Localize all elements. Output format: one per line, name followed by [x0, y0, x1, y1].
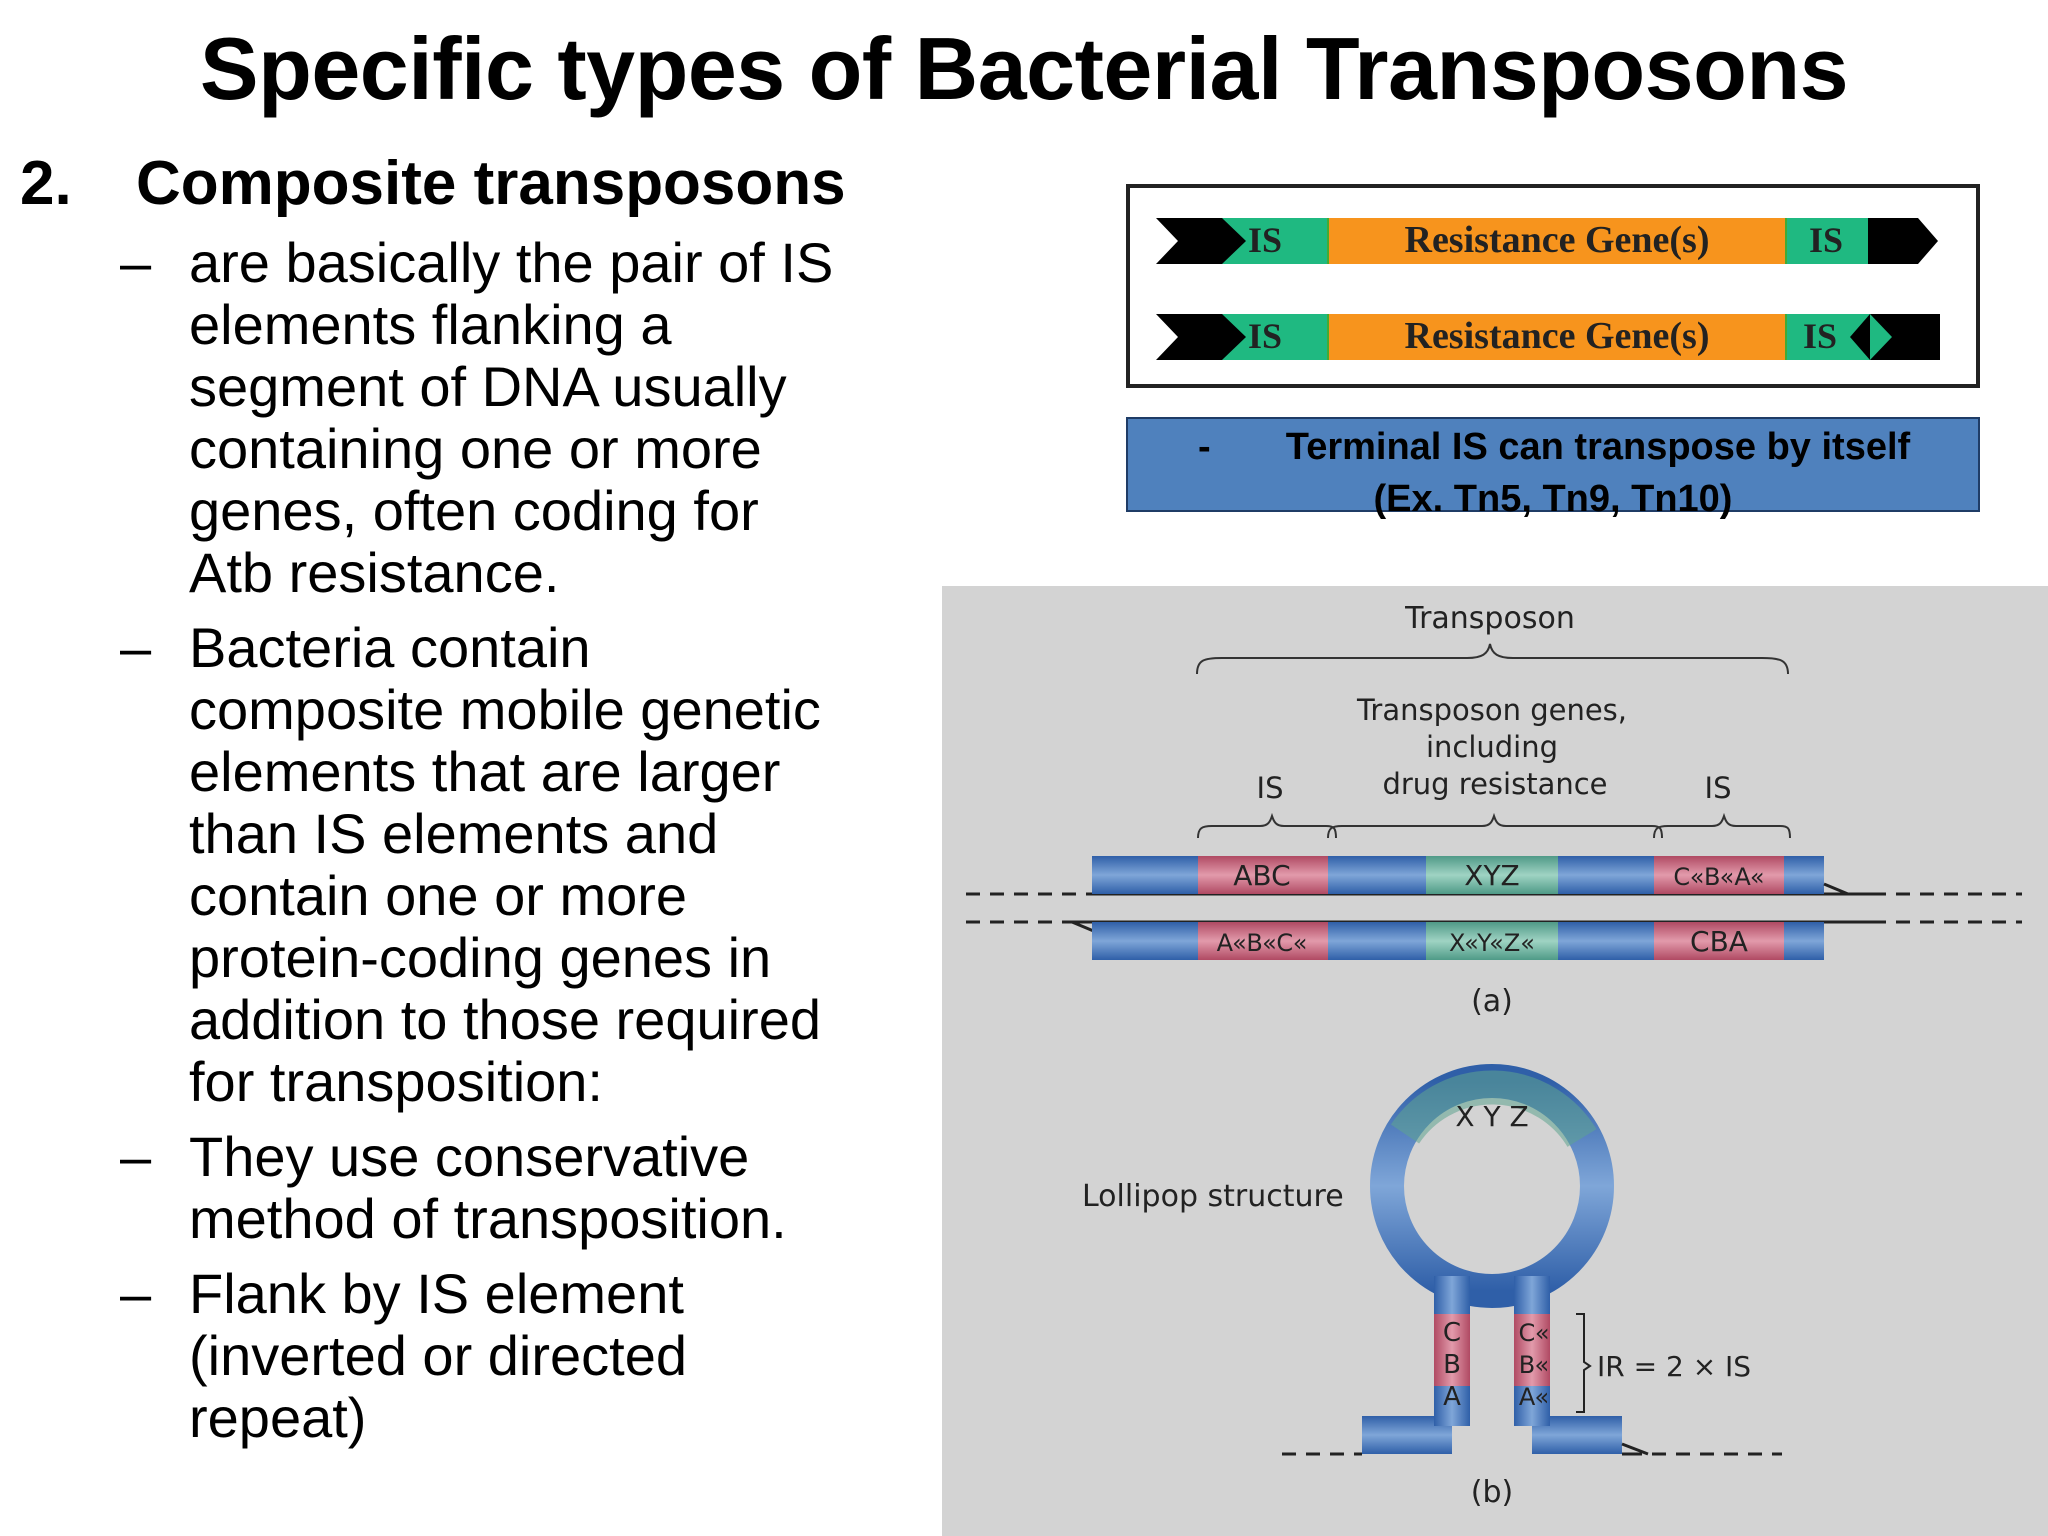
- is-row-direct: IS Resistance Gene(s) IS: [1156, 218, 1938, 264]
- bullet-line: They use conservative: [189, 1125, 750, 1188]
- bullet-dash: –: [120, 231, 152, 294]
- bullet-item: – Bacteria contain composite mobile gene…: [120, 617, 920, 1113]
- stem-letter: C: [1443, 1318, 1461, 1348]
- transposon-figure-svg: Transposon Transposon genes, including d…: [966, 601, 2022, 1510]
- resistance-gene-block: [1328, 218, 1786, 264]
- bullet-line: segment of DNA usually: [189, 355, 787, 418]
- is-label-right: IS: [1705, 771, 1732, 805]
- section-heading-text: Composite transposons: [136, 149, 846, 218]
- note-dash: -: [1198, 426, 1211, 468]
- caption-a: (a): [1471, 984, 1513, 1019]
- bullet-line: protein-coding genes in: [189, 926, 772, 989]
- dna-bottom-strand: A«B«C« X«Y«Z« CBA: [966, 920, 2022, 960]
- bullet-dash: –: [120, 616, 152, 679]
- is-arrow-left: [1222, 314, 1246, 360]
- stem-letter: C«: [1518, 1319, 1549, 1347]
- strand-label: C«B«A«: [1673, 863, 1764, 891]
- resistance-gene-label: Resistance Gene(s): [1405, 219, 1710, 261]
- is-row-inverted: IS Resistance Gene(s) IS: [1156, 314, 1940, 360]
- ir-bracket: [1576, 1313, 1592, 1413]
- is-element-svg: IS Resistance Gene(s) IS IS Resistance G…: [1156, 218, 1940, 360]
- loop-letters: X Y Z: [1455, 1100, 1528, 1133]
- bullet-line: for transposition:: [189, 1050, 603, 1113]
- is-brace-left: [1197, 812, 1337, 839]
- bullet-item: – They use conservative method of transp…: [120, 1126, 920, 1250]
- bullet-item: – are basically the pair of IS elements …: [120, 232, 920, 604]
- is-label: IS: [1248, 316, 1282, 356]
- bullet-line: elements that are larger: [189, 740, 781, 803]
- is-brace-right: [1653, 812, 1791, 839]
- caption-b: (b): [1471, 1475, 1513, 1510]
- is-segment: [1198, 856, 1328, 894]
- bullet-line: (inverted or directed: [189, 1324, 688, 1387]
- is-segment: [1198, 922, 1328, 960]
- arrow-notch: [1156, 314, 1178, 360]
- bullet-line: genes, often coding for: [189, 479, 759, 542]
- genes-label-line: including: [1426, 730, 1558, 764]
- ir-label: IR = 2 × IS: [1597, 1350, 1751, 1383]
- bullet-line: are basically the pair of IS: [189, 231, 834, 294]
- section-number: 2.: [20, 149, 72, 218]
- bullet-line: Bacteria contain: [189, 616, 591, 679]
- bullet-line: contain one or more: [189, 864, 688, 927]
- slide-title: Specific types of Bacterial Transposons: [199, 19, 1849, 118]
- gene-segment: [1426, 922, 1558, 960]
- bullet-line: Flank by IS element: [189, 1262, 684, 1325]
- genes-label-line: Transposon genes,: [1356, 693, 1627, 727]
- resistance-gene-label: Resistance Gene(s): [1405, 315, 1710, 357]
- is-element-diagram: IS Resistance Gene(s) IS IS Resistance G…: [1126, 184, 1980, 388]
- stem-letter: B«: [1519, 1351, 1549, 1379]
- is-segment: [1654, 856, 1784, 894]
- is-arrow-inverted: [1870, 314, 1940, 360]
- stem-letter: A«: [1519, 1383, 1549, 1411]
- note-box: - Terminal IS can transpose by itself (E…: [1126, 417, 1980, 520]
- stem-letter: A: [1443, 1382, 1461, 1412]
- transposon-brace: [1196, 643, 1789, 675]
- bullet-line: elements flanking a: [189, 293, 672, 356]
- note-line-1: Terminal IS can transpose by itself: [1285, 426, 1911, 468]
- is-arrow-right: [1868, 218, 1938, 264]
- transposon-label: Transposon: [1404, 601, 1575, 636]
- is-label-left: IS: [1257, 771, 1284, 805]
- bullet-dash: –: [120, 1262, 152, 1325]
- bullet-line: repeat): [189, 1386, 367, 1449]
- is-label: IS: [1803, 316, 1837, 356]
- arrow-notch: [1156, 218, 1178, 264]
- stem-letter: B: [1443, 1350, 1461, 1380]
- transposon-figure: Transposon Transposon genes, including d…: [942, 586, 2048, 1536]
- is-label: IS: [1809, 220, 1843, 260]
- resistance-gene-block: [1328, 314, 1786, 360]
- section-heading: 2. Composite transposons: [20, 148, 846, 219]
- gene-segment: [1426, 856, 1558, 894]
- strand-label: CBA: [1690, 925, 1748, 958]
- bullet-line: method of transposition.: [189, 1187, 787, 1250]
- strand-label: XYZ: [1464, 859, 1519, 892]
- bullet-list: – are basically the pair of IS elements …: [120, 232, 920, 1462]
- note-line-2: (Ex. Tn5, Tn9, Tn10): [1373, 478, 1733, 520]
- strand-label: X«Y«Z«: [1449, 929, 1535, 957]
- bullet-line: than IS elements and: [189, 802, 719, 865]
- is-segment: [1654, 922, 1784, 960]
- genes-brace: [1327, 812, 1663, 839]
- lollipop-structure: X Y Z C B A C« B« A« IR = 2 × IS: [1282, 1064, 1782, 1456]
- is-label: IS: [1248, 220, 1282, 260]
- bullet-line: addition to those required: [189, 988, 821, 1051]
- is-arrow-left: [1222, 218, 1246, 264]
- bullet-item: – Flank by IS element (inverted or direc…: [120, 1263, 920, 1449]
- bullet-line: Atb resistance.: [189, 541, 560, 604]
- bullet-line: composite mobile genetic: [189, 678, 821, 741]
- strand-label: A«B«C«: [1217, 929, 1308, 957]
- bullet-dash: –: [120, 1125, 152, 1188]
- strand-label: ABC: [1233, 859, 1290, 892]
- bullet-line: containing one or more: [189, 417, 762, 480]
- lollipop-label: Lollipop structure: [1082, 1179, 1344, 1214]
- genes-label-line: drug resistance: [1382, 767, 1607, 801]
- dna-top-strand: ABC XYZ C«B«A«: [966, 856, 2022, 896]
